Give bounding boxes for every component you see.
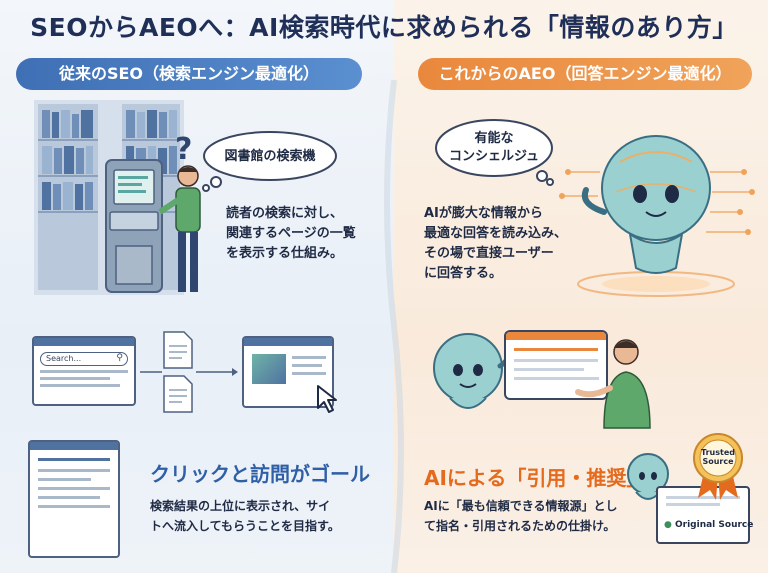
seo-goal-detail-line-1: 検索結果の上位に表示され、サイ xyxy=(150,499,331,513)
text-line xyxy=(514,368,584,371)
trusted-source-badge-label: Trusted Source xyxy=(690,448,746,466)
seo-description-line-2: 関連するページの一覧 xyxy=(226,226,356,241)
concierge-bubble-line-1: 有能な xyxy=(474,131,514,146)
search-input: Search... ⚲ xyxy=(40,352,128,366)
aeo-goal-detail-line-2: て指名・引用されるための仕掛け。 xyxy=(424,519,616,533)
panel-divider xyxy=(384,79,404,573)
search-window-illustration: Search... ⚲ xyxy=(32,336,136,406)
aeo-description-line-4: に回答する。 xyxy=(424,266,503,281)
document-titlebar xyxy=(30,442,118,450)
original-source-text: Original Source xyxy=(675,520,754,530)
concierge-bubble-line-2: コンシェルジュ xyxy=(448,149,540,164)
search-icon: ⚲ xyxy=(116,353,123,363)
aeo-goal-detail-line-1: AIに「最も信頼できる情報源」とし xyxy=(424,499,618,513)
original-source-label: ● Original Source xyxy=(664,520,753,530)
text-line xyxy=(292,356,326,359)
question-mark-icon: ? xyxy=(175,132,193,167)
text-line xyxy=(666,503,720,506)
text-line xyxy=(38,478,91,481)
thought-bubble-concierge xyxy=(435,119,554,186)
text-line xyxy=(38,458,110,461)
seo-goal-detail: 検索結果の上位に表示され、サイ トへ流入してもらうことを目指す。 xyxy=(150,496,340,536)
original-source-card: ● Original Source xyxy=(656,486,753,544)
text-line xyxy=(38,469,110,472)
aeo-description-line-3: その場で直接ユーザー xyxy=(424,246,554,261)
user-person-illustration xyxy=(575,339,651,429)
person-at-kiosk-illustration xyxy=(158,165,201,292)
mouse-cursor-icon xyxy=(317,385,337,413)
document-page-illustration xyxy=(28,440,120,558)
search-window-titlebar xyxy=(34,338,134,346)
text-line xyxy=(514,348,598,351)
concierge-bubble-label: 有能な コンシェルジュ xyxy=(432,130,556,166)
result-line xyxy=(40,384,120,387)
search-placeholder: Search... xyxy=(46,354,82,363)
badge-line-1: Trusted xyxy=(701,448,735,457)
text-line xyxy=(666,496,740,499)
result-line xyxy=(40,370,128,373)
seo-goal-heading: クリックと訪問がゴール xyxy=(150,462,370,486)
seo-description: 読者の検索に対し、 関連するページの一覧 を表示する仕組み。 xyxy=(226,204,356,264)
result-line xyxy=(40,377,110,380)
thought-bubble-library xyxy=(202,131,337,192)
text-line xyxy=(38,496,100,499)
webpage-image xyxy=(252,354,286,384)
aeo-description-line-1: AIが膨大な情報から xyxy=(424,206,543,221)
seo-description-line-1: 読者の検索に対し、 xyxy=(226,206,344,221)
ai-robot-illustration xyxy=(559,135,755,297)
aeo-heading-pill: これからのAEO（回答エンジン最適化） xyxy=(418,58,752,90)
text-line xyxy=(292,372,326,375)
seo-goal-detail-line-2: トへ流入してもらうことを目指す。 xyxy=(150,519,340,533)
aeo-goal-detail: AIに「最も信頼できる情報源」とし て指名・引用されるための仕掛け。 xyxy=(424,496,618,536)
aeo-goal-heading: AIによる「引用・推奨」 xyxy=(424,466,647,490)
document-stack-icon xyxy=(163,331,193,413)
answer-card-titlebar xyxy=(506,332,606,340)
search-kiosk-illustration xyxy=(105,159,163,293)
text-line xyxy=(514,359,598,362)
seo-heading-pill: 従来のSEO（検索エンジン最適化） xyxy=(16,58,362,90)
flow-arrows xyxy=(140,368,238,376)
webpage-titlebar xyxy=(244,338,332,346)
text-line xyxy=(38,505,110,508)
seo-description-line-3: を表示する仕組み。 xyxy=(226,246,344,261)
check-circle-icon: ● xyxy=(664,520,672,530)
small-ai-robot-illustration xyxy=(433,333,511,409)
text-line xyxy=(292,364,322,367)
library-bubble-label: 図書館の検索機 xyxy=(224,149,316,164)
aeo-description-line-2: 最適な回答を読み込み、 xyxy=(424,226,568,241)
badge-line-2: Source xyxy=(702,457,734,466)
aeo-description: AIが膨大な情報から 最適な回答を読み込み、 その場で直接ユーザー に回答する。 xyxy=(424,204,567,284)
text-line xyxy=(38,487,110,490)
text-line xyxy=(514,377,599,380)
answer-card-illustration xyxy=(504,330,608,400)
page-title: SEOからAEOへ：AI検索時代に求められる「情報のあり方」 xyxy=(30,13,738,42)
trusted-source-badge xyxy=(693,433,743,500)
